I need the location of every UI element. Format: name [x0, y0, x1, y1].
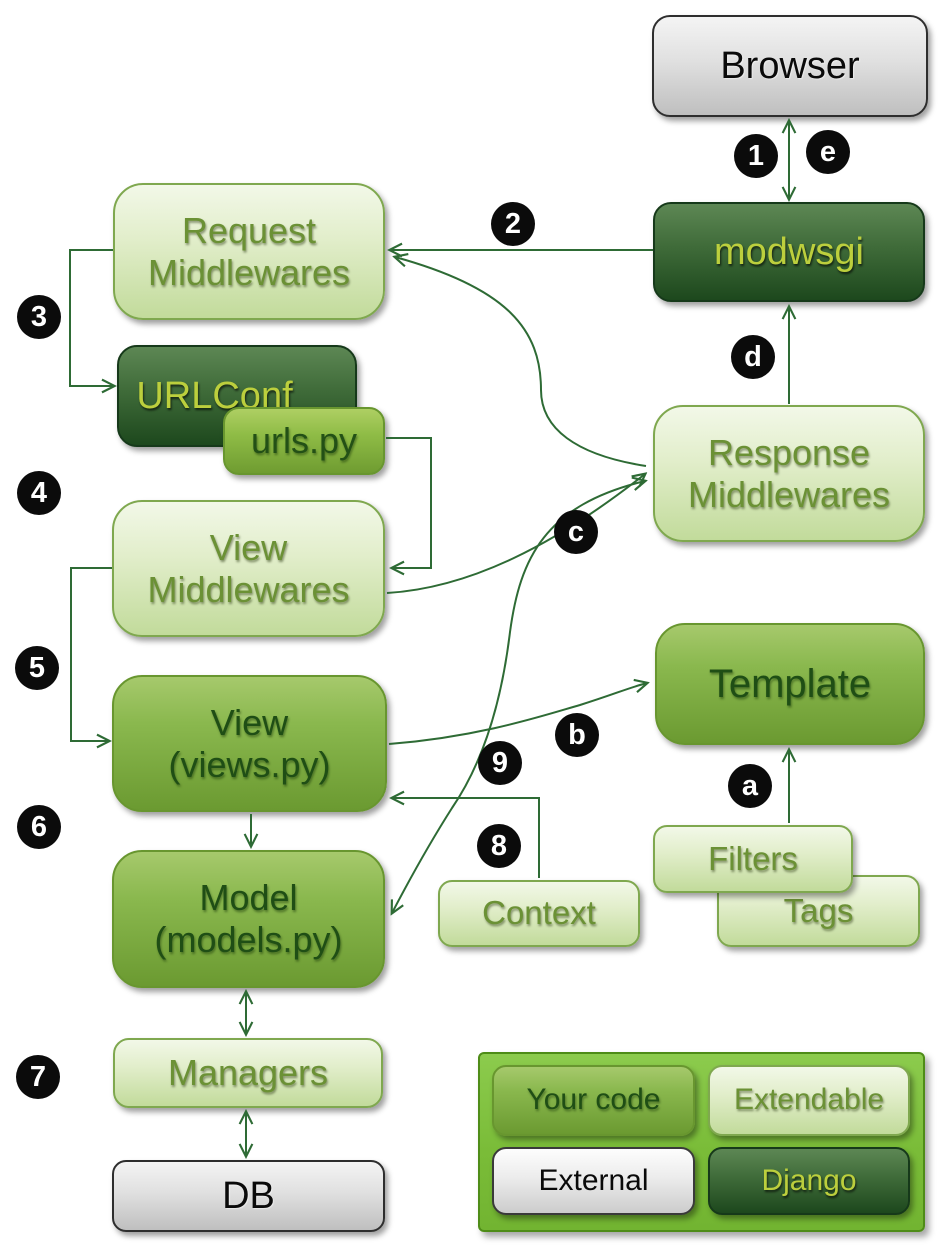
badge-step-e-label: e — [819, 135, 837, 168]
badge-step-8: 8 — [477, 824, 521, 868]
legend-extendable: Extendable — [708, 1065, 910, 1136]
badge-step-1-label: 1 — [747, 139, 765, 172]
node-filters-label: Filters — [708, 839, 798, 877]
node-context: Context — [438, 880, 640, 947]
badge-step-5-label: 5 — [28, 651, 46, 684]
node-view-line2: (views.py) — [168, 743, 331, 785]
node-managers: Managers — [113, 1038, 383, 1108]
badge-step-b-label: b — [568, 718, 586, 751]
legend-external: External — [492, 1147, 695, 1215]
badge-step-8-label: 8 — [490, 829, 508, 862]
badge-step-3: 3 — [17, 295, 61, 339]
node-view-middlewares-line1: View — [209, 526, 288, 568]
legend-django-label: Django — [761, 1163, 857, 1197]
node-urls-py: urls.py — [223, 407, 385, 475]
badge-step-d-label: d — [744, 340, 762, 373]
badge-step-c-label: c — [567, 515, 585, 548]
badge-step-4-label: 4 — [30, 476, 48, 509]
node-filters: Filters — [653, 825, 853, 893]
legend-your-code-label: Your code — [526, 1083, 661, 1117]
node-template: Template — [655, 623, 925, 745]
badge-step-7: 7 — [16, 1055, 60, 1099]
node-request-middlewares: Request Middlewares — [113, 183, 385, 320]
badge-step-9-label: 9 — [491, 746, 509, 779]
node-db: DB — [112, 1160, 385, 1232]
badge-step-b: b — [555, 713, 599, 757]
node-view-middlewares: View Middlewares — [112, 500, 385, 637]
badge-step-9: 9 — [478, 741, 522, 785]
node-view-middlewares-line2: Middlewares — [147, 568, 350, 610]
node-model: Model (models.py) — [112, 850, 385, 988]
badge-step-7-label: 7 — [29, 1060, 47, 1093]
node-db-label: DB — [222, 1174, 275, 1217]
badge-step-3-label: 3 — [30, 300, 48, 333]
badge-step-d: d — [731, 335, 775, 379]
node-response-middlewares-line2: Middlewares — [687, 473, 891, 515]
node-request-middlewares-line1: Request — [181, 209, 317, 251]
badge-step-2: 2 — [491, 202, 535, 246]
node-modwsgi-label: modwsgi — [714, 230, 864, 273]
badge-step-a: a — [728, 764, 772, 808]
badge-step-4: 4 — [17, 471, 61, 515]
node-modwsgi: modwsgi — [653, 202, 925, 302]
legend-django: Django — [708, 1147, 910, 1215]
node-response-middlewares: Response Middlewares — [653, 405, 925, 542]
elbow-view-middlewares-to-view — [70, 567, 112, 741]
badge-step-2-label: 2 — [504, 207, 522, 240]
badge-step-e: e — [806, 130, 850, 174]
node-browser-label: Browser — [720, 44, 860, 87]
curve-view-to-template — [388, 683, 647, 745]
legend-external-label: External — [538, 1163, 649, 1197]
node-tags-label: Tags — [783, 891, 854, 929]
badge-step-a-label: a — [741, 769, 759, 802]
badge-step-c: c — [554, 510, 598, 554]
node-managers-label: Managers — [167, 1052, 329, 1094]
legend-your-code: Your code — [492, 1065, 695, 1136]
node-urls-py-label: urls.py — [250, 420, 358, 462]
node-template-label: Template — [708, 661, 872, 706]
elbow-request-middlewares-to-urlconf — [69, 249, 114, 386]
node-browser: Browser — [652, 15, 928, 117]
legend-extendable-label: Extendable — [733, 1083, 885, 1117]
node-view-line1: View — [210, 701, 289, 743]
elbow-urlspy-to-view-middlewares — [386, 437, 432, 568]
badge-step-1: 1 — [734, 134, 778, 178]
badge-step-5: 5 — [15, 646, 59, 690]
badge-step-6: 6 — [17, 805, 61, 849]
curve-hub-to-request-middlewares — [395, 257, 647, 467]
badge-step-6-label: 6 — [30, 810, 48, 843]
node-context-label: Context — [482, 894, 596, 932]
curve-view-middlewares-to-response-middlewares — [386, 474, 645, 594]
node-model-line2: (models.py) — [154, 919, 343, 960]
node-response-middlewares-line1: Response — [707, 431, 871, 473]
node-model-line1: Model — [199, 877, 298, 919]
node-request-middlewares-line2: Middlewares — [147, 251, 351, 293]
node-view: View (views.py) — [112, 675, 387, 812]
